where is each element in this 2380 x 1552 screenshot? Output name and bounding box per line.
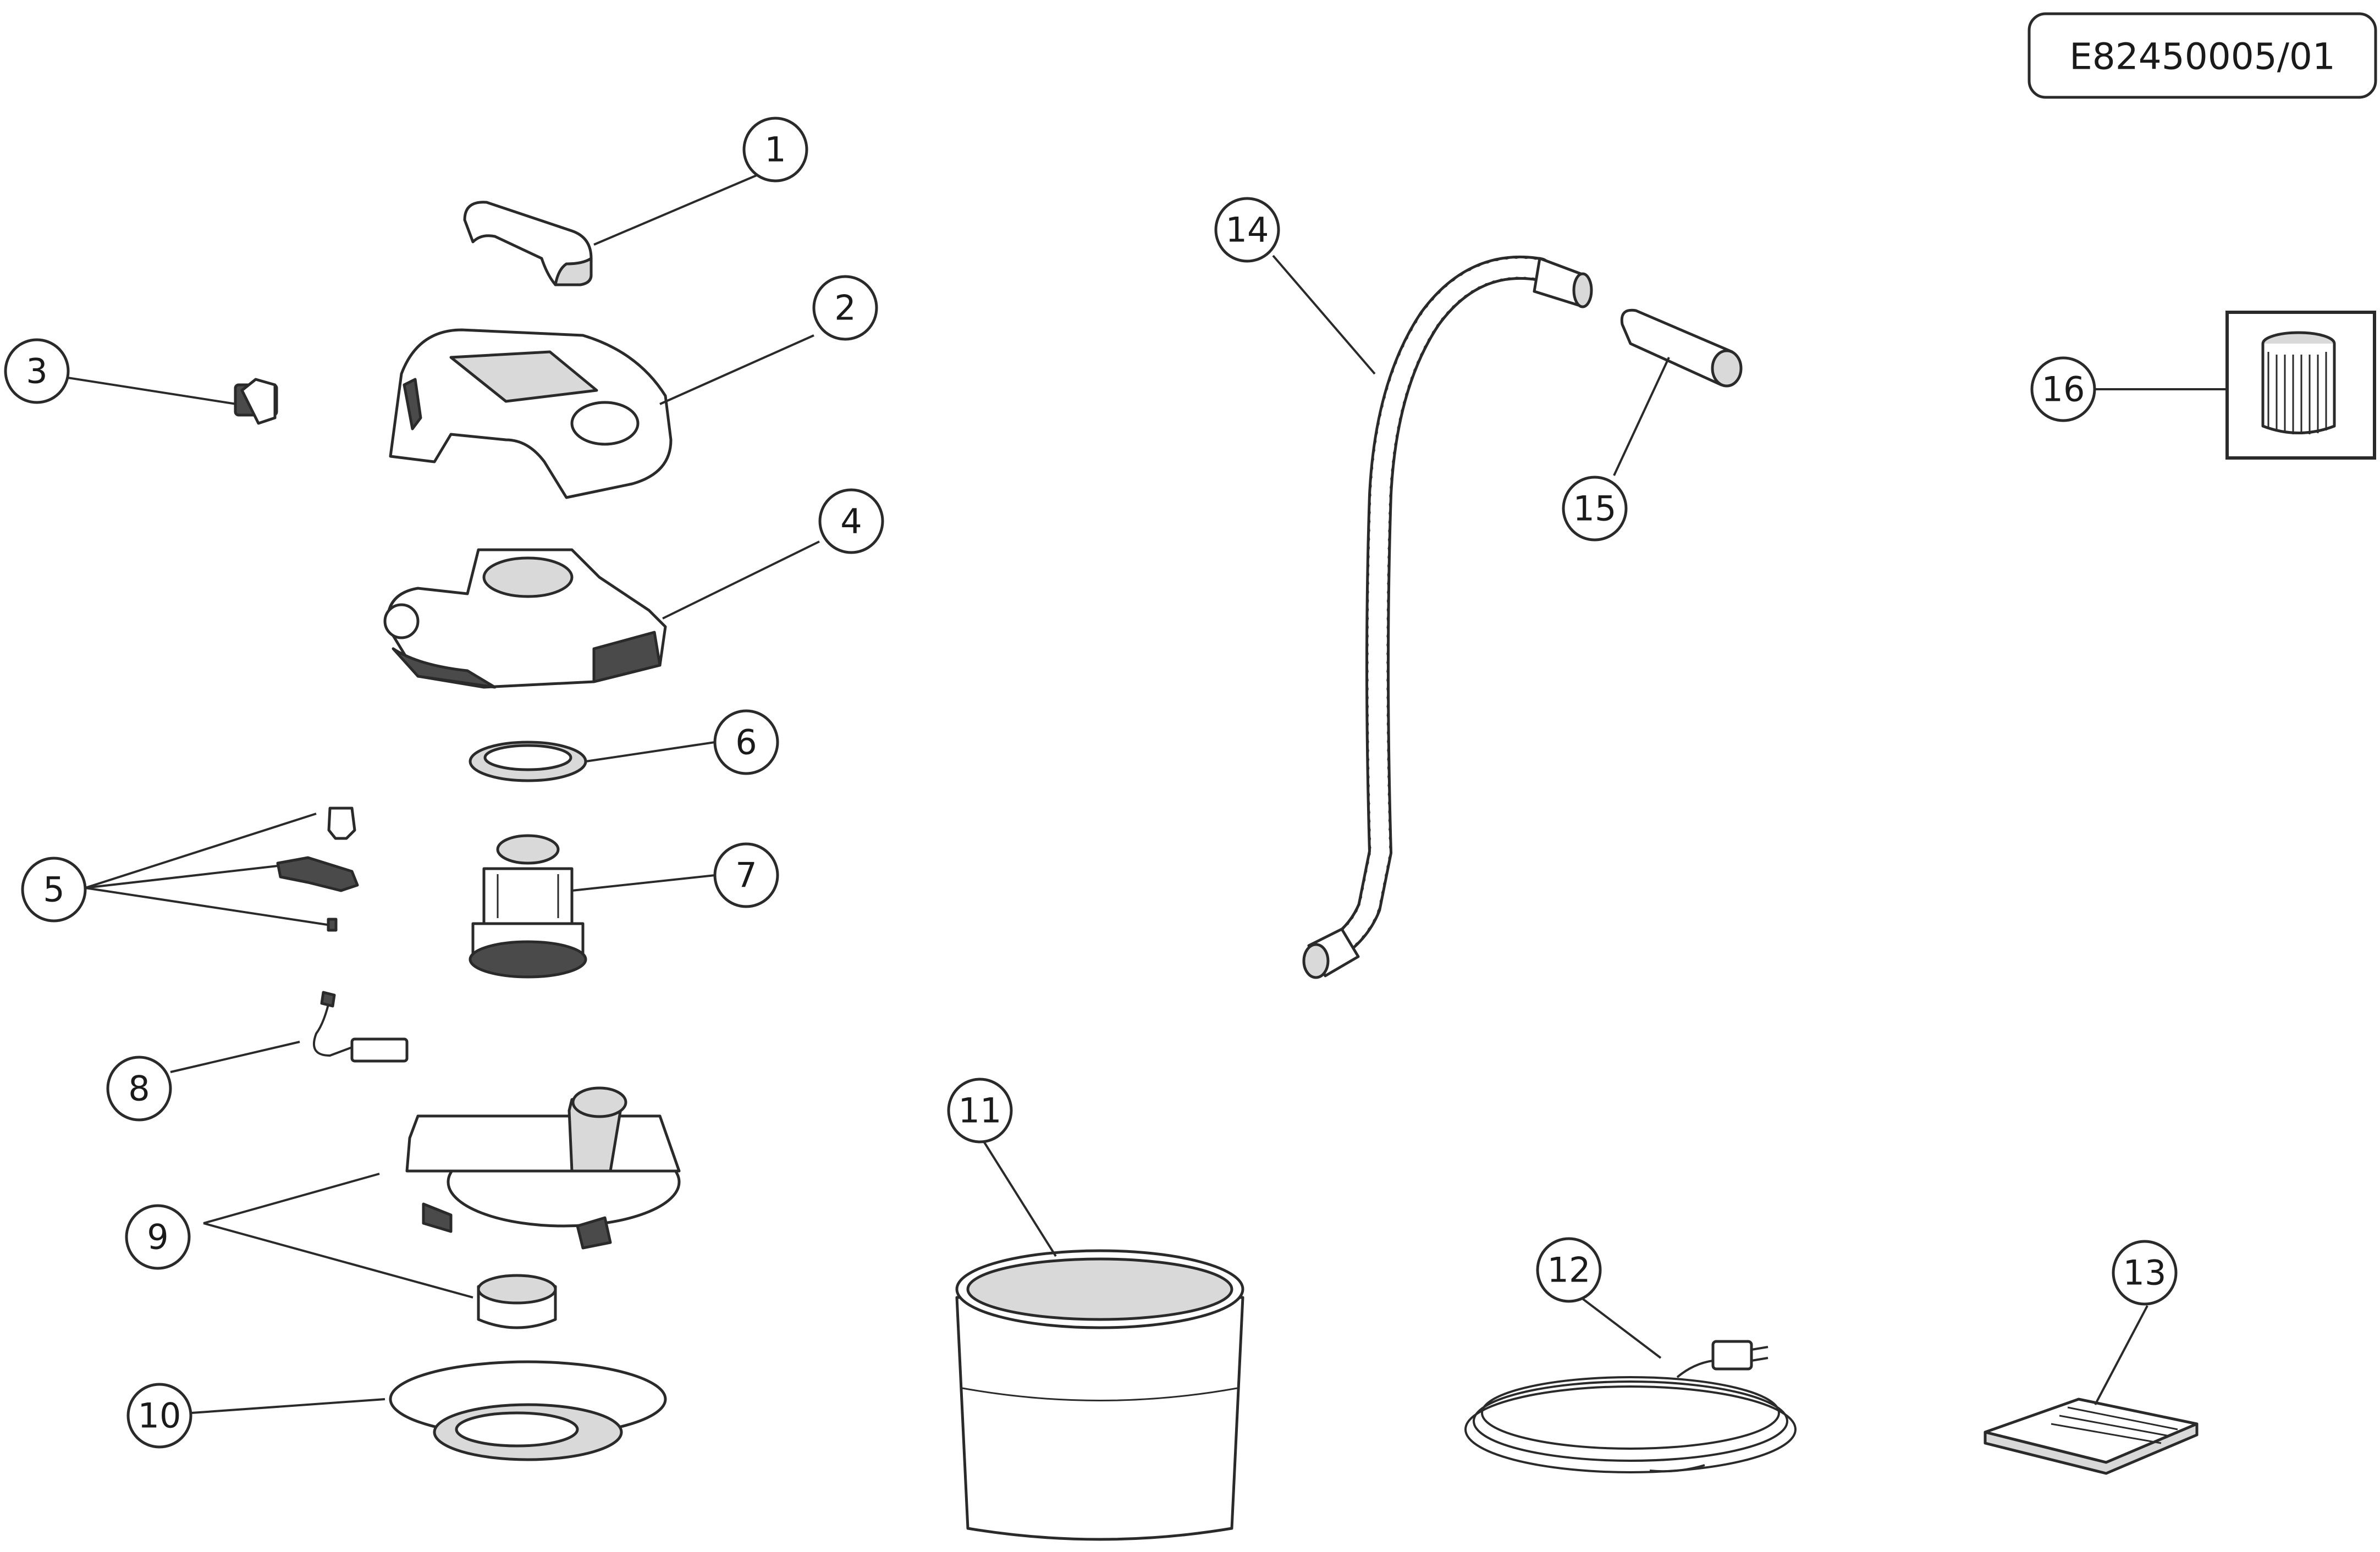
- callout-2: 2: [812, 275, 878, 341]
- document-code-box: E82450005/01: [2028, 12, 2377, 99]
- callout-5: 5: [21, 857, 87, 923]
- callout-13: 13: [2112, 1240, 2178, 1306]
- svg-text:9: 9: [147, 1217, 168, 1257]
- document-code: E82450005/01: [2069, 36, 2335, 78]
- part-motor: [469, 834, 587, 979]
- svg-text:16: 16: [2042, 369, 2085, 410]
- callout-11: 11: [947, 1078, 1013, 1144]
- svg-text:7: 7: [735, 855, 757, 896]
- svg-text:10: 10: [138, 1396, 181, 1436]
- svg-text:13: 13: [2123, 1253, 2167, 1293]
- svg-text:1: 1: [764, 130, 786, 170]
- callout-10: 10: [126, 1383, 192, 1449]
- svg-text:3: 3: [26, 351, 47, 391]
- svg-text:11: 11: [958, 1091, 1002, 1131]
- part-filter-cartridge: [2225, 311, 2376, 460]
- part-small-parts-kit: [276, 807, 359, 932]
- part-flexible-hose: [1302, 256, 1593, 979]
- callout-4: 4: [818, 488, 884, 554]
- svg-text:15: 15: [1573, 489, 1617, 529]
- svg-text:5: 5: [43, 870, 64, 910]
- part-bin-container: [955, 1249, 1244, 1541]
- callout-12: 12: [1536, 1237, 1602, 1303]
- svg-text:2: 2: [834, 288, 856, 328]
- svg-text:8: 8: [128, 1069, 150, 1109]
- part-ring-seal: [469, 741, 587, 782]
- callout-3: 3: [4, 338, 70, 404]
- part-nozzle: [1620, 308, 1743, 388]
- callout-15: 15: [1562, 476, 1628, 542]
- svg-text:12: 12: [1547, 1250, 1591, 1290]
- callout-14: 14: [1214, 197, 1280, 263]
- part-switch: [234, 378, 278, 425]
- part-sensor-cable: [313, 991, 409, 1063]
- svg-text:14: 14: [1226, 210, 1269, 250]
- callout-16: 16: [2030, 356, 2096, 422]
- part-bottom-ring: [389, 1360, 667, 1461]
- callout-8: 8: [106, 1056, 172, 1122]
- leader-lines: [60, 172, 2227, 1414]
- callout-1: 1: [742, 117, 808, 183]
- part-handle: [463, 201, 593, 286]
- part-filter-holder: [405, 1086, 681, 1329]
- part-manual-booklet: [1984, 1398, 2199, 1475]
- callout-9: 9: [125, 1204, 191, 1270]
- svg-text:6: 6: [735, 722, 757, 763]
- callout-7: 7: [713, 842, 779, 908]
- part-top-cover: [389, 328, 673, 499]
- part-motor-housing: [383, 548, 667, 689]
- callout-6: 6: [713, 709, 779, 775]
- svg-text:4: 4: [840, 501, 862, 542]
- part-power-cord: [1464, 1340, 1797, 1473]
